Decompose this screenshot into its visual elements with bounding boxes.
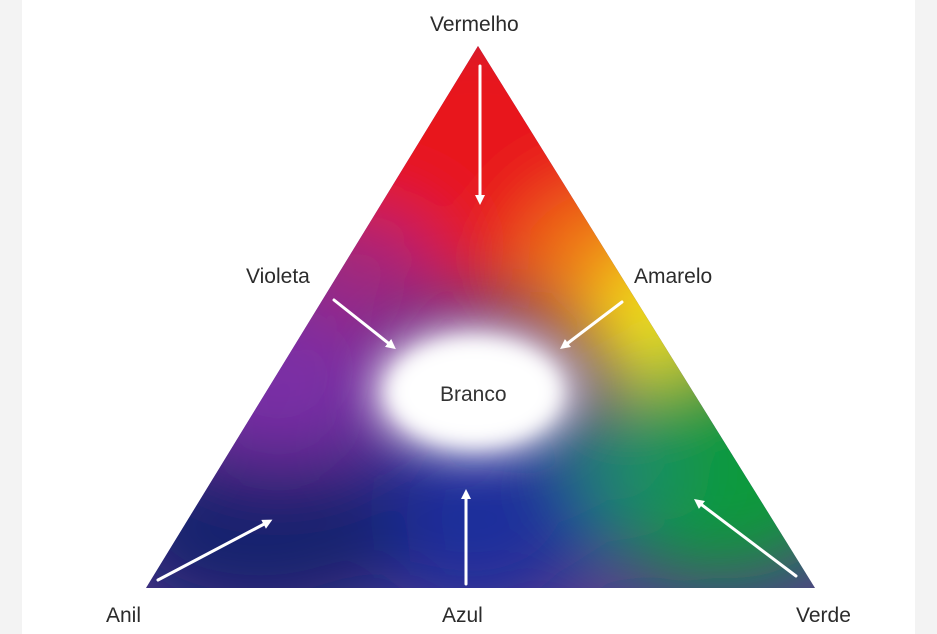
label-verde: Verde: [796, 604, 851, 627]
arrow-violeta-to-center: [332, 298, 396, 350]
arrow-anil-to-center: [156, 519, 273, 582]
arrow-verde-to-center: [694, 498, 798, 578]
label-anil: Anil: [106, 604, 142, 627]
left-margin: [0, 0, 22, 634]
label-amarelo: Amarelo: [634, 265, 713, 288]
arrows: [156, 64, 798, 586]
label-branco: Branco: [440, 383, 507, 406]
arrow-amarelo-to-center: [560, 300, 624, 350]
label-violeta: Violeta: [246, 265, 310, 288]
label-vermelho: Vermelho: [430, 13, 519, 36]
label-azul: Azul: [442, 604, 483, 627]
right-margin: [915, 0, 937, 634]
